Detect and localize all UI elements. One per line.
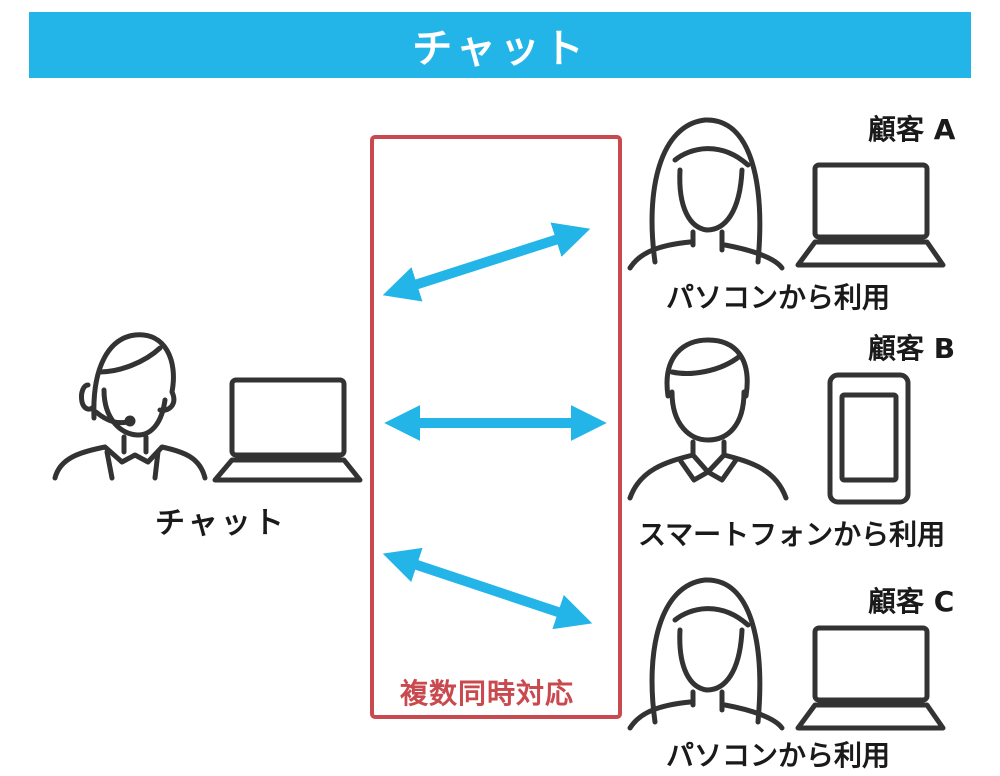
page-title: チャット	[412, 26, 588, 72]
customer-c-name: 顧客 C	[868, 585, 955, 618]
man-icon	[627, 337, 789, 501]
double-arrow-icon	[382, 222, 591, 302]
customer-c-device: パソコンから利用	[666, 739, 891, 772]
operator-headset-icon	[52, 332, 208, 481]
woman-icon	[627, 117, 785, 271]
title-banner: チャット	[29, 12, 971, 78]
woman-icon	[627, 577, 785, 731]
customer-b-device: スマートフォンから利用	[638, 518, 946, 551]
laptop-icon	[212, 377, 363, 483]
smartphone-icon	[827, 372, 911, 505]
customer-a-device: パソコンから利用	[666, 281, 891, 314]
simultaneous-support-caption: 複数同時対応	[400, 677, 575, 710]
laptop-icon	[795, 162, 946, 268]
customer-a-name: 顧客 A	[868, 113, 956, 146]
customer-b-name: 顧客 B	[868, 332, 956, 365]
laptop-icon	[795, 625, 946, 731]
double-arrow-icon	[382, 547, 593, 630]
agent-label: チャット	[155, 506, 287, 541]
simultaneous-support-box	[370, 135, 622, 719]
